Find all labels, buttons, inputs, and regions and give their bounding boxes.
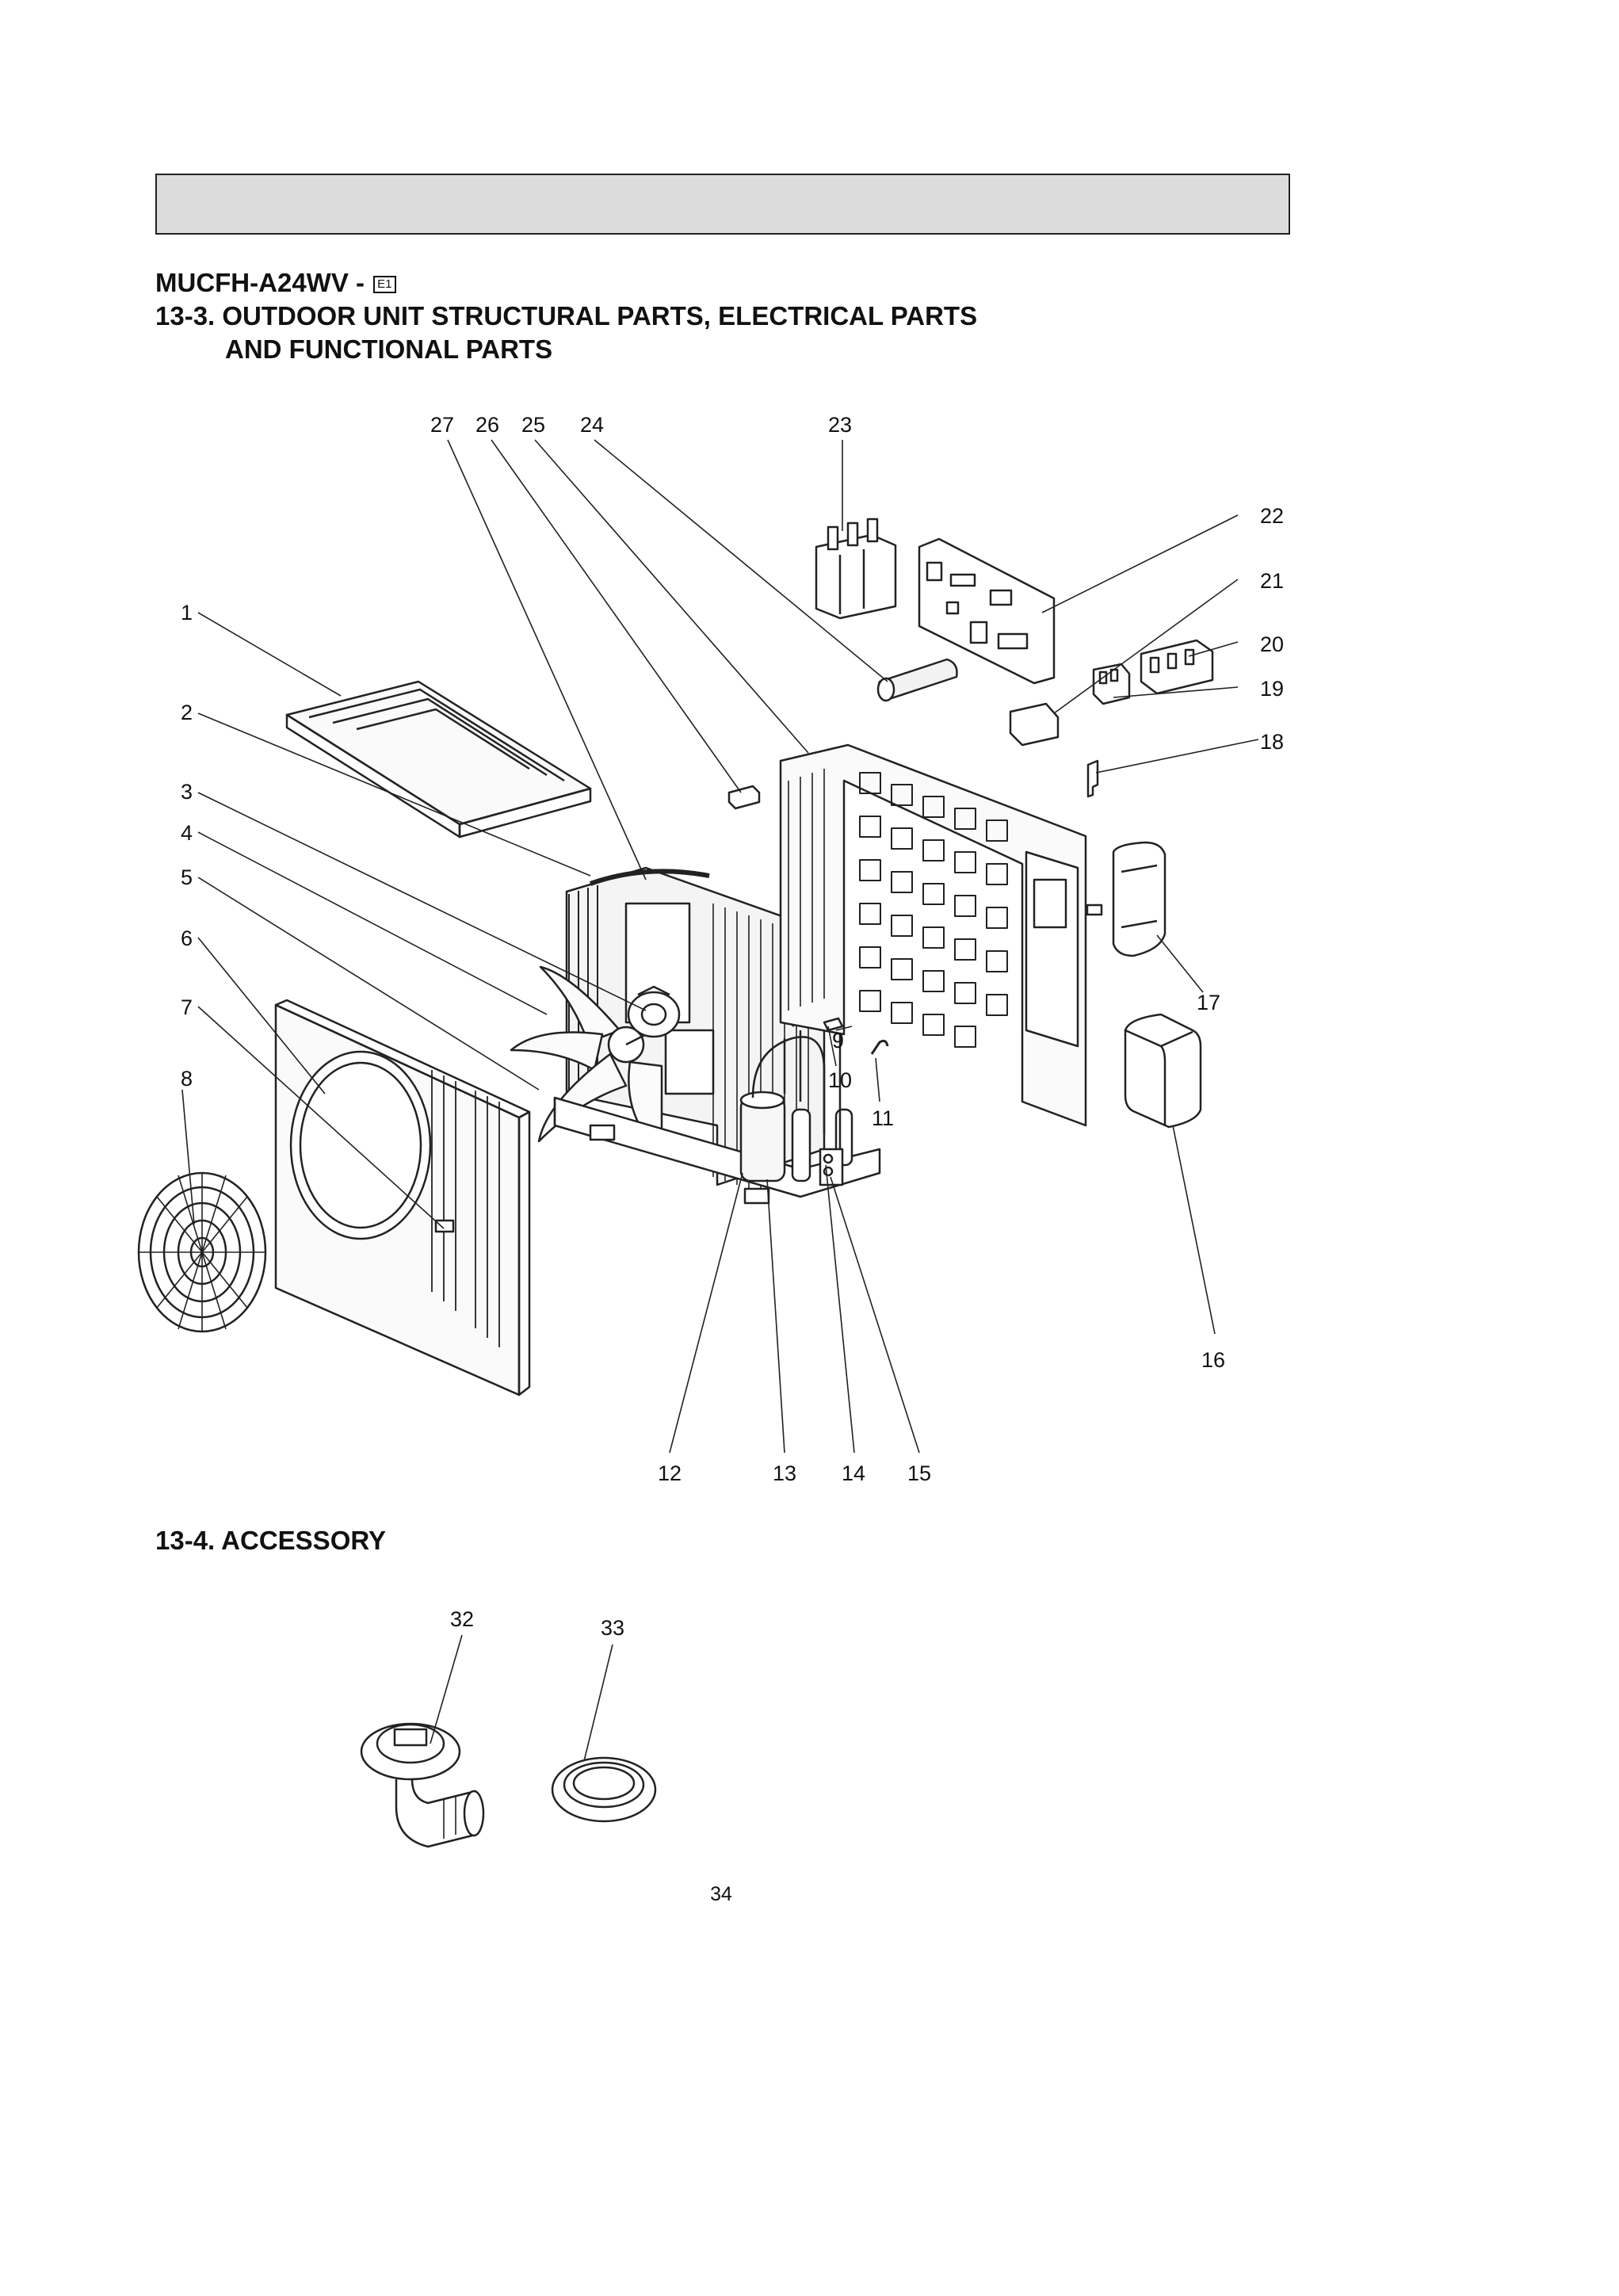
section-13-4-title: 13-4. ACCESSORY bbox=[155, 1526, 386, 1555]
clip bbox=[1086, 904, 1103, 916]
callout-18: 18 bbox=[1260, 730, 1284, 754]
callout-5: 5 bbox=[181, 865, 193, 889]
small-cover bbox=[727, 785, 761, 810]
terminal-block-20 bbox=[1140, 639, 1214, 695]
terminal-block-19 bbox=[1092, 663, 1131, 705]
callout-9: 9 bbox=[832, 1029, 844, 1052]
fan-guard bbox=[137, 1171, 267, 1333]
callout-23: 23 bbox=[828, 413, 852, 437]
drain-ring bbox=[551, 1756, 657, 1823]
circuit-board bbox=[918, 537, 1056, 685]
service-panel bbox=[1112, 841, 1167, 957]
callout-4: 4 bbox=[181, 821, 193, 845]
callout-27: 27 bbox=[430, 413, 454, 437]
compressor-assembly bbox=[739, 1007, 853, 1186]
callout-14: 14 bbox=[842, 1461, 865, 1485]
model-heading: MUCFH-A24WV - E1 bbox=[155, 266, 977, 300]
model-badge: E1 bbox=[373, 276, 396, 294]
section-13-3-title-line2: AND FUNCTIONAL PARTS bbox=[225, 334, 553, 364]
callout-12: 12 bbox=[658, 1461, 682, 1485]
model-name: MUCFH-A24WV - bbox=[155, 268, 365, 297]
callout-26: 26 bbox=[475, 413, 499, 437]
callout-22: 22 bbox=[1260, 504, 1284, 528]
bracket bbox=[1086, 759, 1099, 798]
leader-lines bbox=[181, 439, 1259, 1762]
top-panel bbox=[285, 680, 592, 839]
callout-3: 3 bbox=[181, 780, 193, 804]
side-panel-grid bbox=[859, 772, 1008, 1048]
callout-21: 21 bbox=[1260, 569, 1284, 593]
callout-11: 11 bbox=[872, 1106, 894, 1130]
callout-20: 20 bbox=[1260, 632, 1284, 656]
callout-10: 10 bbox=[828, 1068, 852, 1092]
control-box-panel bbox=[1025, 850, 1079, 1048]
callout-1: 1 bbox=[181, 601, 193, 625]
fan-motor bbox=[627, 985, 681, 1038]
header-bar bbox=[155, 174, 1290, 235]
cover bbox=[1124, 1013, 1202, 1129]
callout-8: 8 bbox=[181, 1067, 193, 1091]
capacitor bbox=[876, 658, 958, 702]
callout-13: 13 bbox=[773, 1461, 796, 1485]
callout-19: 19 bbox=[1260, 677, 1284, 701]
page-number: 34 bbox=[710, 1883, 732, 1905]
callout-numbers: 1 2 3 4 5 6 7 8 9 10 11 12 13 14 15 16 1… bbox=[181, 413, 1284, 1640]
callout-17: 17 bbox=[1197, 991, 1220, 1014]
contactor bbox=[815, 518, 897, 620]
callout-16: 16 bbox=[1201, 1348, 1225, 1372]
callout-2: 2 bbox=[181, 701, 193, 724]
section-13-3-title-line1: 13-3. OUTDOOR UNIT STRUCTURAL PARTS, ELE… bbox=[155, 301, 978, 330]
callout-33: 33 bbox=[601, 1616, 624, 1640]
callout-32: 32 bbox=[450, 1607, 474, 1631]
callout-24: 24 bbox=[580, 413, 604, 437]
callout-7: 7 bbox=[181, 995, 193, 1019]
callout-25: 25 bbox=[521, 413, 545, 437]
callout-15: 15 bbox=[907, 1461, 931, 1485]
callout-6: 6 bbox=[181, 926, 193, 950]
drain-socket bbox=[360, 1722, 485, 1848]
title-block: MUCFH-A24WV - E1 13-3. OUTDOOR UNIT STRU… bbox=[155, 266, 977, 366]
reactor bbox=[1009, 702, 1060, 747]
side-panel bbox=[779, 743, 1087, 1127]
front-panel bbox=[274, 999, 531, 1396]
